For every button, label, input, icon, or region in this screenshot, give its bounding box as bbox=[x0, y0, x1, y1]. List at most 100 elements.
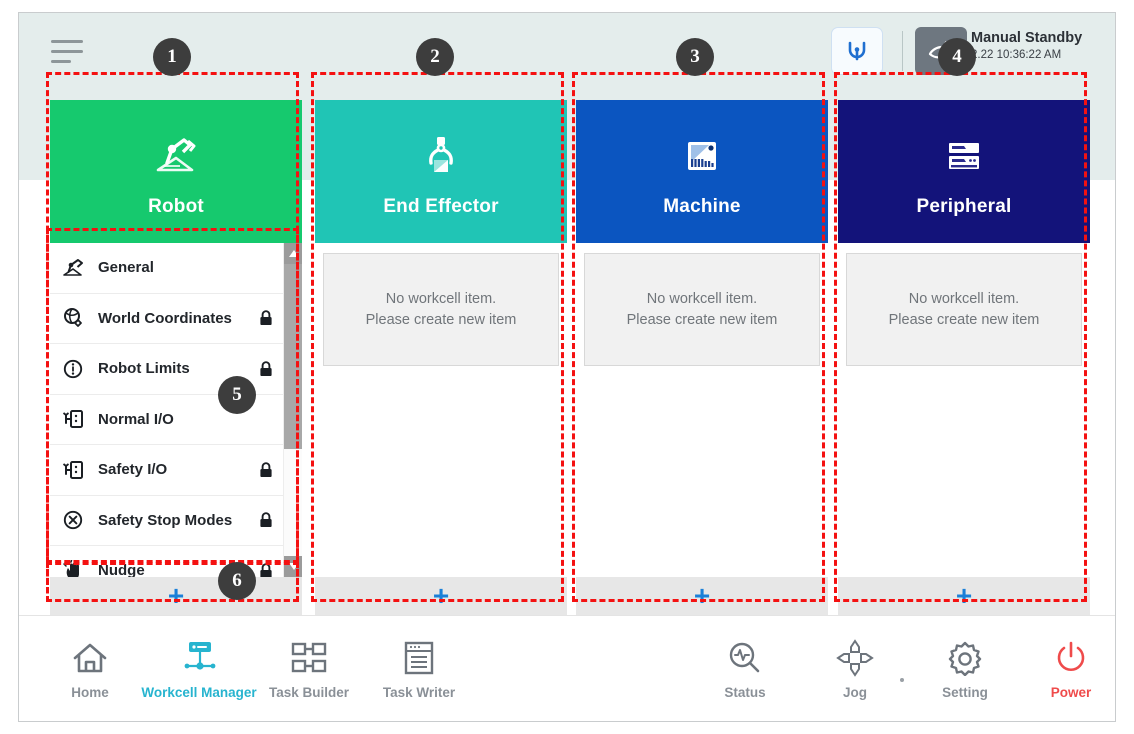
nav-item-task-writer[interactable]: Task Writer bbox=[367, 638, 471, 700]
chevron-down-icon bbox=[288, 563, 299, 570]
machine-body: No workcell item. Please create new item bbox=[576, 243, 828, 577]
list-item-label: General bbox=[98, 259, 154, 277]
nav-label: Jog bbox=[842, 685, 867, 700]
nav-item-setting[interactable]: Setting bbox=[913, 638, 1017, 700]
home-icon bbox=[71, 638, 109, 678]
end-effector-body: No workcell item. Please create new item bbox=[315, 243, 567, 577]
jog-dpad-icon bbox=[835, 638, 875, 678]
add-machine-button[interactable]: + bbox=[576, 577, 828, 615]
nav-item-workcell-manager[interactable]: Workcell Manager bbox=[141, 638, 257, 700]
nav-item-task-builder[interactable]: Task Builder bbox=[257, 638, 361, 700]
list-item[interactable]: Safety I/O bbox=[50, 445, 283, 496]
globe-axis-icon bbox=[59, 305, 89, 331]
top-divider bbox=[902, 31, 903, 71]
column-header-end-effector[interactable]: End Effector bbox=[315, 100, 567, 243]
hamburger-menu-icon[interactable] bbox=[51, 40, 87, 66]
add-end-effector-button[interactable]: + bbox=[315, 577, 567, 615]
device-frame: Manual Standby 2.22 10:36:22 AM bbox=[18, 12, 1116, 722]
lock-icon bbox=[257, 462, 275, 478]
status-block: Manual Standby 2.22 10:36:22 AM bbox=[971, 29, 1103, 63]
plus-icon: + bbox=[167, 580, 185, 611]
nav-item-power[interactable]: Power bbox=[1019, 638, 1123, 700]
list-item[interactable]: Safety Stop Modes bbox=[50, 496, 283, 546]
chevron-up-icon bbox=[288, 250, 299, 257]
empty-line-1: No workcell item. bbox=[385, 291, 497, 307]
column-title: Robot bbox=[148, 195, 204, 217]
status-scope-icon bbox=[726, 638, 764, 678]
plus-icon: + bbox=[432, 580, 450, 611]
column-header-robot[interactable]: Robot bbox=[50, 100, 302, 243]
empty-state: No workcell item. Please create new item bbox=[584, 253, 820, 366]
annotation-badge-4: 4 bbox=[938, 38, 976, 76]
column-robot: Robot bbox=[50, 100, 302, 615]
column-title: End Effector bbox=[383, 195, 499, 217]
task-writer-icon bbox=[402, 638, 436, 678]
nav-label: Task Writer bbox=[382, 685, 456, 700]
lock-icon bbox=[257, 310, 275, 326]
cobot-arc-button[interactable] bbox=[831, 27, 883, 75]
nav-label: Task Builder bbox=[268, 685, 350, 700]
list-item-label: Nudge bbox=[98, 562, 145, 577]
nav-item-home[interactable]: Home bbox=[38, 638, 142, 700]
list-item[interactable]: Robot Limits bbox=[50, 344, 283, 395]
annotation-badge-3: 3 bbox=[676, 38, 714, 76]
lock-icon bbox=[257, 512, 275, 528]
empty-state: No workcell item. Please create new item bbox=[846, 253, 1082, 366]
nav-label: Power bbox=[1050, 685, 1092, 700]
column-header-machine[interactable]: Machine bbox=[576, 100, 828, 243]
status-title: Manual Standby bbox=[971, 30, 1083, 46]
scrollbar-thumb[interactable] bbox=[284, 264, 302, 449]
robot-arm-icon bbox=[150, 126, 202, 186]
empty-line-2: Please create new item bbox=[365, 312, 517, 328]
io-port-icon bbox=[59, 457, 89, 483]
nudge-hand-icon bbox=[59, 558, 89, 577]
column-machine: Machine No workcell item. Please create … bbox=[576, 100, 828, 615]
nav-item-jog[interactable]: Jog bbox=[803, 638, 907, 700]
plus-icon: + bbox=[693, 580, 711, 611]
power-icon bbox=[1053, 638, 1089, 678]
robot-arm-icon bbox=[59, 255, 89, 281]
bottom-navigation: Home Workcell Manager bbox=[19, 615, 1115, 721]
io-port-icon bbox=[59, 406, 89, 432]
empty-line-2: Please create new item bbox=[626, 312, 778, 328]
column-title: Machine bbox=[663, 195, 741, 217]
status-timestamp: 2.22 10:36:22 AM bbox=[971, 49, 1062, 61]
annotation-badge-6: 6 bbox=[218, 562, 256, 600]
column-header-peripheral[interactable]: Peripheral bbox=[838, 100, 1090, 243]
add-peripheral-button[interactable]: + bbox=[838, 577, 1090, 615]
list-item-label: World Coordinates bbox=[98, 309, 232, 327]
list-item[interactable]: General bbox=[50, 243, 283, 294]
empty-line-1: No workcell item. bbox=[908, 291, 1020, 307]
column-title: Peripheral bbox=[916, 195, 1012, 217]
empty-state: No workcell item. Please create new item bbox=[323, 253, 559, 366]
nav-label: Status bbox=[724, 685, 766, 700]
list-item[interactable]: World Coordinates bbox=[50, 294, 283, 344]
list-scrollbar[interactable] bbox=[283, 243, 302, 577]
list-item[interactable]: Nudge bbox=[50, 546, 283, 577]
robot-settings-list: General World Coordinat bbox=[50, 243, 302, 577]
column-peripheral: Peripheral No workcell item. Please crea… bbox=[838, 100, 1090, 615]
annotation-badge-2: 2 bbox=[416, 38, 454, 76]
nav-dot-separator bbox=[900, 678, 904, 682]
list-item-label: Safety I/O bbox=[98, 461, 168, 479]
empty-line-2: Please create new item bbox=[888, 312, 1040, 328]
plus-icon: + bbox=[955, 580, 973, 611]
list-item[interactable]: Normal I/O bbox=[50, 395, 283, 445]
list-item-label: Robot Limits bbox=[98, 360, 190, 378]
scroll-down-button[interactable] bbox=[284, 556, 302, 577]
nav-item-status[interactable]: Status bbox=[693, 638, 797, 700]
annotation-badge-5: 5 bbox=[218, 376, 256, 414]
limits-circle-icon bbox=[59, 356, 89, 382]
gripper-icon bbox=[417, 126, 465, 186]
workcell-columns: Robot bbox=[19, 93, 1115, 615]
workcell-icon bbox=[176, 638, 222, 678]
add-robot-item-button[interactable]: + bbox=[50, 577, 302, 615]
lock-icon bbox=[257, 563, 275, 577]
settings-list[interactable]: General World Coordinat bbox=[50, 243, 283, 577]
peripheral-rack-icon bbox=[940, 126, 988, 186]
machine-icon bbox=[678, 126, 726, 186]
nav-label: Workcell Manager bbox=[141, 685, 257, 700]
peripheral-body: No workcell item. Please create new item bbox=[838, 243, 1090, 577]
scroll-up-button[interactable] bbox=[284, 243, 302, 264]
